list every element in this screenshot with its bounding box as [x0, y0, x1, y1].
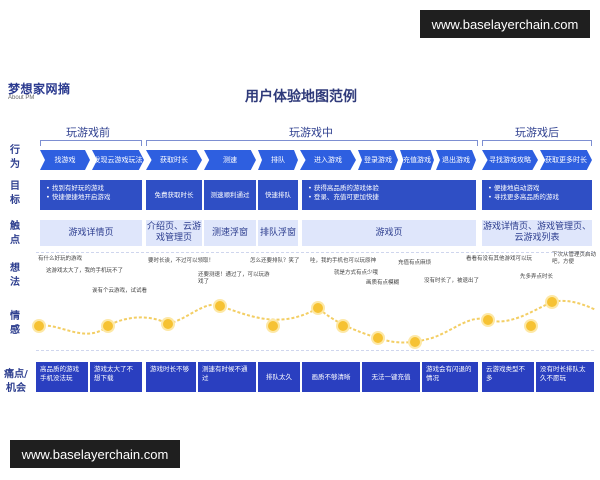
brand-logo: 梦想家网摘	[8, 82, 71, 96]
goal-line: • 寻找更多高品质的游戏	[488, 193, 559, 201]
touchpoint-intro-page: 介绍页、云游戏管理页	[146, 220, 202, 246]
pain-point: 云游戏类型不多	[482, 362, 534, 392]
emotion-face-icon	[103, 321, 113, 331]
step-find-guide: 寻找游戏攻略	[482, 150, 538, 170]
divider	[36, 252, 594, 253]
step-recharge-game: 充值游戏	[400, 150, 434, 170]
goal-speed-test: 测速顺利通过	[204, 180, 256, 210]
pain-point: 没有时长排队太久不愿玩	[536, 362, 594, 392]
thought-item: 画质有点模糊	[366, 280, 400, 286]
thought-item: 充值有点麻烦	[398, 260, 432, 266]
emotion-face-icon	[215, 301, 225, 311]
brand-subtitle: About PM	[8, 95, 35, 101]
emotion-face-icon	[338, 321, 348, 331]
thought-item: 怎么还要排队？笑了	[250, 258, 300, 264]
goal-after: • 便捷地启动游戏 • 寻找更多高品质的游戏	[482, 180, 592, 210]
row-label-thought: 想法	[10, 263, 20, 288]
pain-point: 游戏时长不够	[146, 362, 196, 392]
thought-item: 还要测速！通过了，可以玩游戏了	[198, 272, 270, 285]
row-label-behavior: 行为	[10, 145, 20, 170]
thought-item: 就是方式有点少哦	[334, 270, 379, 276]
step-queue: 排队	[258, 150, 298, 170]
phase-after-bracket	[482, 140, 592, 146]
emotion-face-icon	[313, 303, 323, 313]
thought-item: 这游戏太大了，我的手机玩不了	[46, 268, 124, 274]
goal-line: • 快捷便捷地开启游戏	[46, 193, 111, 201]
step-get-time: 获取时长	[146, 150, 202, 170]
goal-line: • 找到有好玩的游戏	[46, 184, 104, 192]
pain-point: 游戏会有闪退的情况	[422, 362, 478, 392]
goal-before: • 找到有好玩的游戏 • 快捷便捷地开启游戏	[40, 180, 142, 210]
step-login-game: 登录游戏	[358, 150, 398, 170]
goal-line: • 便捷地启动游戏	[488, 184, 540, 192]
phase-during: 玩游戏中	[289, 126, 333, 139]
pain-point: 无法一键充值	[362, 362, 420, 392]
thought-item: 先多弄点时长	[520, 274, 554, 280]
emotion-face-icon	[163, 319, 173, 329]
row-label-emotion: 情感	[10, 311, 20, 336]
goal-queue: 快速排队	[258, 180, 298, 210]
phase-before: 玩游戏前	[66, 126, 110, 139]
thought-item: 没有时长了，被退出了	[424, 278, 480, 284]
phase-during-bracket	[146, 140, 478, 146]
touchpoint-speed-popup: 测速浮窗	[204, 220, 256, 246]
pain-point: 高品质的游戏手机没法玩	[36, 362, 88, 392]
watermark-bottom: www.baselayerchain.com	[10, 440, 180, 468]
emotion-face-icon	[410, 337, 420, 347]
pain-point: 画质不够清晰	[302, 362, 360, 392]
thought-item: 看看有没有其他游戏可以玩	[466, 256, 533, 262]
thought-item: 下次从管理页启动吧，方便	[552, 252, 597, 265]
row-label-goal: 目标	[10, 181, 20, 206]
step-find-game: 找游戏	[40, 150, 90, 170]
emotion-face-icon	[483, 315, 493, 325]
row-label-pain: 痛点/机会	[4, 369, 28, 394]
thought-item: 有什么好玩的游戏	[38, 256, 83, 262]
step-enter-game: 进入游戏	[300, 150, 356, 170]
goal-line: • 登录、充值可更加快捷	[308, 193, 379, 201]
watermark-top: www.baselayerchain.com	[420, 10, 590, 38]
pain-point: 游戏太大了不想下载	[90, 362, 142, 392]
emotion-face-icon	[34, 321, 44, 331]
touchpoint-queue-popup: 排队浮窗	[258, 220, 298, 246]
thought-item: 要时长诶，不过可以领取！	[148, 258, 215, 264]
goal-during: • 获得高品质的游戏体验 • 登录、充值可更加快捷	[302, 180, 476, 210]
step-discover-cloud: 发现云游戏玩法	[92, 150, 144, 170]
touchpoint-game-detail: 游戏详情页	[40, 220, 142, 246]
emotion-face-icon	[268, 321, 278, 331]
emotion-face-icon	[526, 321, 536, 331]
goal-get-time: 免费获取时长	[146, 180, 202, 210]
emotion-face-icon	[547, 297, 557, 307]
step-exit-game: 退出游戏	[436, 150, 476, 170]
page-title: 用户体验地图范例	[245, 89, 357, 105]
divider	[36, 350, 594, 351]
row-label-touchpoint: 触点	[10, 221, 20, 246]
emotion-line	[37, 299, 597, 344]
thought-item: 哇，我的手机也可以玩原神	[310, 258, 377, 264]
pain-point: 排队太久	[258, 362, 300, 392]
touchpoint-game-page: 游戏页	[302, 220, 476, 246]
step-speed-test: 测速	[204, 150, 256, 170]
phase-after: 玩游戏后	[515, 126, 559, 139]
touchpoint-after: 游戏详情页、游戏管理页、云游戏列表	[482, 220, 592, 246]
phase-before-bracket	[40, 140, 142, 146]
thought-item: 诶有个云游戏，试试看	[92, 288, 148, 294]
emotion-face-icon	[373, 333, 383, 343]
step-more-time: 获取更多时长	[540, 150, 592, 170]
goal-line: • 获得高品质的游戏体验	[308, 184, 379, 192]
pain-point: 测速有时候不通过	[198, 362, 256, 392]
